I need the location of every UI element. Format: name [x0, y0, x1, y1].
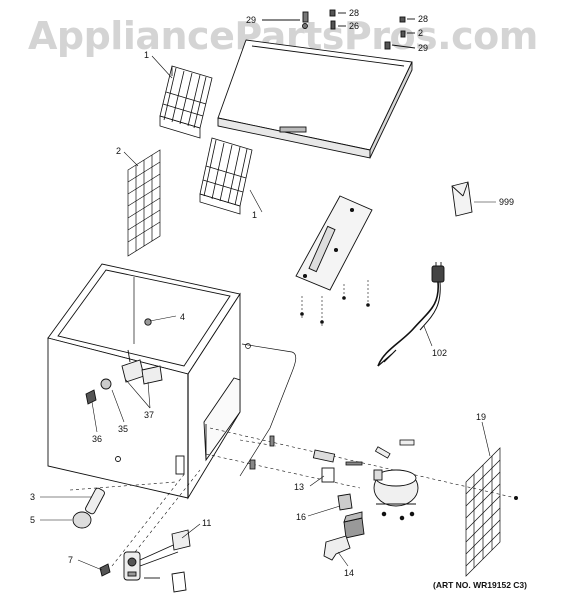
thermostat-knob-assembly [99, 529, 191, 593]
callout-labels: 1 1 2 4 3 5 7 11 13 16 14 19 29 28 26 28… [30, 8, 514, 578]
art-number: (ART NO. WR19152 C3) [433, 580, 527, 590]
callout-2-right: 2 [418, 28, 423, 38]
drain-cap [72, 511, 92, 529]
callout-3: 3 [30, 492, 35, 502]
callout-999: 999 [499, 197, 514, 207]
callout-26: 26 [349, 21, 359, 31]
leader-lines [40, 55, 496, 571]
service-bag [451, 181, 473, 217]
screws-column [300, 280, 370, 326]
callout-4: 4 [180, 312, 185, 322]
callout-29-right: 29 [418, 43, 428, 53]
drain-fitting [144, 318, 152, 326]
hinge-hardware-left [262, 9, 346, 30]
callout-1-upper: 1 [144, 50, 149, 60]
callout-35: 35 [118, 424, 128, 434]
callout-36: 36 [92, 434, 102, 444]
callout-1-middle: 1 [252, 210, 257, 220]
grille-left [127, 149, 161, 257]
start-capacitor [312, 449, 336, 483]
callout-5: 5 [30, 515, 35, 525]
callout-14: 14 [344, 568, 354, 578]
grille-rear [465, 447, 501, 577]
callout-28-right: 28 [418, 14, 428, 24]
overload-relay [337, 493, 365, 539]
callout-102: 102 [432, 348, 447, 358]
freezer-lid [217, 39, 413, 159]
bracket-14 [323, 535, 351, 561]
mounting-bracket [295, 195, 373, 291]
wire-basket-upper [159, 65, 213, 139]
callout-13: 13 [294, 482, 304, 492]
thermostat-parts [85, 349, 163, 405]
callout-16: 16 [296, 512, 306, 522]
callout-11: 11 [202, 518, 211, 528]
power-cord [377, 262, 445, 367]
freezer-cabinet [47, 263, 241, 500]
wire-basket-middle [199, 137, 253, 215]
drain-tube [85, 487, 105, 515]
callout-29-left: 29 [246, 15, 256, 25]
callout-19: 19 [476, 412, 486, 422]
callout-28-left: 28 [349, 8, 359, 18]
hinge-hardware-right [384, 16, 416, 50]
callout-37: 37 [144, 410, 154, 420]
compressor [373, 469, 419, 521]
small-fittings [249, 435, 519, 500]
callout-2-left: 2 [116, 146, 121, 156]
capillary-tube [239, 343, 297, 477]
callout-7: 7 [68, 555, 73, 565]
